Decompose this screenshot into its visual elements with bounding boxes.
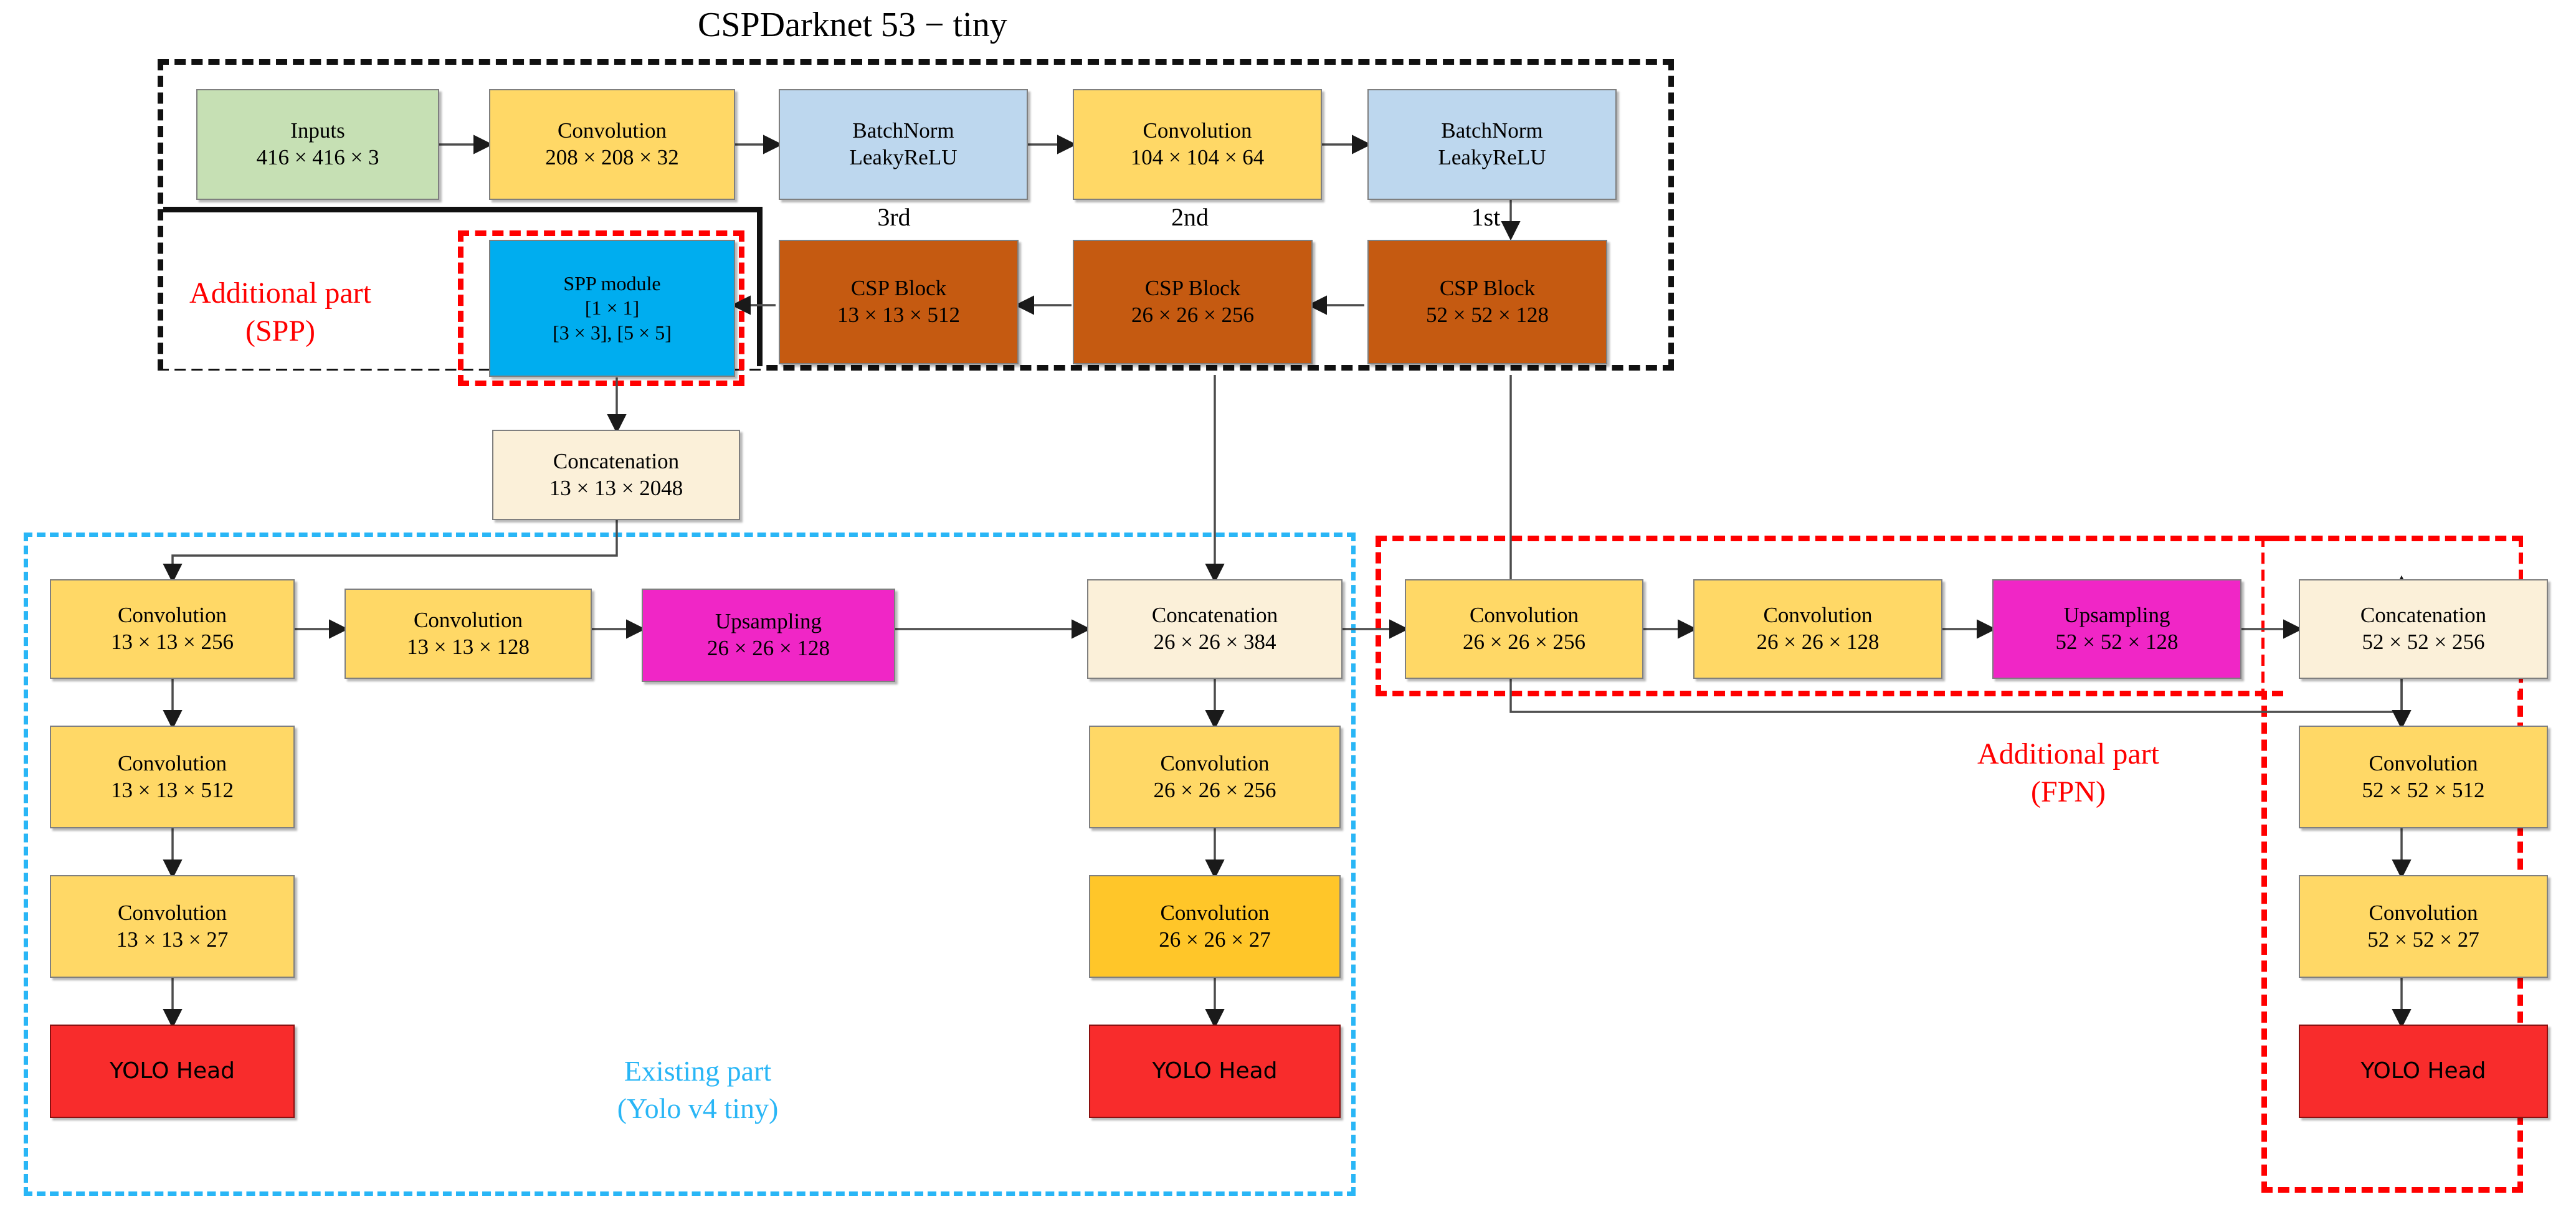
node-conv-52-27[interactable]: Convolution 52 × 52 × 27 — [2299, 875, 2548, 978]
node-conv-26-256[interactable]: Convolution 26 × 26 × 256 — [1405, 579, 1643, 679]
node-yolo-head-13-title: YOLO Head — [109, 1058, 235, 1084]
node-concat-spp-title: Concatenation — [553, 448, 680, 473]
node-conv-26-128[interactable]: Convolution 26 × 26 × 128 — [1693, 579, 1942, 679]
node-batchnorm1-shape: LeakyReLU — [849, 145, 958, 169]
node-conv-13-128-shape: 13 × 13 × 128 — [407, 634, 530, 659]
diagram-title: CSPDarknet 53 − tiny — [698, 6, 1007, 44]
fpn-region-label: Additional part (FPN) — [1977, 737, 2159, 809]
node-inputs[interactable]: Inputs 416 × 416 × 3 — [196, 89, 439, 200]
node-conv-26-27-title: Convolution — [1160, 900, 1270, 925]
node-upsampling-26-shape: 26 × 26 × 128 — [707, 636, 830, 660]
node-inputs-shape: 416 × 416 × 3 — [256, 145, 379, 169]
node-conv-52-512-title: Convolution — [2369, 751, 2478, 775]
node-upsampling-52-title: Upsampling — [2063, 603, 2170, 628]
node-conv2-shape: 104 × 104 × 64 — [1130, 145, 1265, 169]
node-concat-spp[interactable]: Concatenation 13 × 13 × 2048 — [492, 430, 740, 520]
node-conv2-title: Convolution — [1143, 118, 1252, 143]
node-conv2[interactable]: Convolution 104 × 104 × 64 — [1073, 89, 1322, 200]
node-spp-shape2: [3 × 3], [5 × 5] — [553, 321, 672, 344]
node-conv-26-128-title: Convolution — [1763, 603, 1873, 628]
backbone-notch-edge — [757, 212, 763, 366]
node-conv-26-128-shape: 26 × 26 × 128 — [1756, 630, 1880, 654]
node-batchnorm2[interactable]: BatchNorm LeakyReLU — [1367, 89, 1617, 200]
ordinal-label-1st: 1st — [1471, 203, 1501, 231]
node-batchnorm2-title: BatchNorm — [1441, 118, 1543, 143]
node-concat-52-256[interactable]: Concatenation 52 × 52 × 256 — [2299, 579, 2548, 679]
node-upsampling-52-shape: 52 × 52 × 128 — [2055, 630, 2179, 654]
node-conv-26-256-b[interactable]: Convolution 26 × 26 × 256 — [1089, 726, 1341, 828]
node-csp-block-26-title: CSP Block — [1144, 276, 1241, 301]
node-csp-block-52-title: CSP Block — [1439, 276, 1536, 301]
node-conv-26-256-b-title: Convolution — [1160, 751, 1270, 775]
node-conv-26-256-b-shape: 26 × 26 × 256 — [1153, 777, 1276, 802]
node-yolo-head-26-title: YOLO Head — [1152, 1058, 1278, 1084]
node-conv-52-27-title: Convolution — [2369, 900, 2478, 925]
node-conv-13-27-shape: 13 × 13 × 27 — [116, 927, 229, 952]
node-conv-13-256-title: Convolution — [117, 603, 227, 628]
node-conv1-title: Convolution — [557, 118, 667, 143]
node-batchnorm2-shape: LeakyReLU — [1438, 145, 1546, 169]
node-csp-block-13-title: CSP Block — [850, 276, 947, 301]
node-csp-block-52-shape: 52 × 52 × 128 — [1426, 303, 1549, 327]
node-conv-13-512-shape: 13 × 13 × 512 — [111, 777, 234, 802]
node-conv-52-27-shape: 52 × 52 × 27 — [2367, 927, 2479, 952]
node-spp-title: SPP module — [563, 272, 661, 295]
node-conv-13-256-shape: 13 × 13 × 256 — [111, 630, 234, 654]
node-concat-26-384[interactable]: Concatenation 26 × 26 × 384 — [1087, 579, 1343, 679]
node-inputs-title: Inputs — [290, 118, 345, 143]
node-concat-26-384-shape: 26 × 26 × 384 — [1153, 630, 1276, 654]
node-conv-13-27[interactable]: Convolution 13 × 13 × 27 — [50, 875, 295, 978]
node-csp-block-13[interactable]: CSP Block 13 × 13 × 512 — [779, 240, 1019, 364]
node-batchnorm1[interactable]: BatchNorm LeakyReLU — [779, 89, 1028, 200]
node-yolo-head-26[interactable]: YOLO Head — [1089, 1025, 1341, 1118]
node-csp-block-13-shape: 13 × 13 × 512 — [837, 303, 960, 327]
backbone-notch-top-edge — [163, 207, 763, 212]
node-concat-52-256-title: Concatenation — [2360, 603, 2487, 628]
node-csp-block-26-shape: 26 × 26 × 256 — [1131, 303, 1254, 327]
node-batchnorm1-title: BatchNorm — [852, 118, 954, 143]
node-conv1[interactable]: Convolution 208 × 208 × 32 — [489, 89, 735, 200]
node-yolo-head-13[interactable]: YOLO Head — [50, 1025, 295, 1118]
node-upsampling-26[interactable]: Upsampling 26 × 26 × 128 — [642, 589, 895, 682]
node-concat-26-384-title: Concatenation — [1151, 603, 1278, 628]
node-spp-module[interactable]: SPP module [1 × 1] [3 × 3], [5 × 5] — [489, 240, 735, 377]
node-yolo-head-52-title: YOLO Head — [2360, 1058, 2486, 1084]
node-conv-26-256-shape: 26 × 26 × 256 — [1463, 630, 1585, 654]
node-conv-13-27-title: Convolution — [117, 900, 227, 925]
node-csp-block-26[interactable]: CSP Block 26 × 26 × 256 — [1073, 240, 1313, 364]
ordinal-label-2nd: 2nd — [1171, 203, 1209, 231]
existing-region-label: Existing part (Yolo v4 tiny) — [617, 1055, 779, 1124]
node-conv-13-512-title: Convolution — [117, 751, 227, 775]
node-conv-26-27-shape: 26 × 26 × 27 — [1159, 927, 1271, 952]
node-upsampling-26-title: Upsampling — [715, 609, 822, 634]
node-conv-26-256-title: Convolution — [1469, 603, 1579, 628]
node-conv1-shape: 208 × 208 × 32 — [545, 145, 679, 169]
node-concat-spp-shape: 13 × 13 × 2048 — [549, 475, 683, 500]
node-csp-block-52[interactable]: CSP Block 52 × 52 × 128 — [1367, 240, 1607, 364]
node-concat-52-256-shape: 52 × 52 × 256 — [2362, 630, 2485, 654]
spp-region-label: Additional part (SPP) — [189, 277, 371, 348]
node-upsampling-52[interactable]: Upsampling 52 × 52 × 128 — [1992, 579, 2241, 679]
node-yolo-head-52[interactable]: YOLO Head — [2299, 1025, 2548, 1118]
node-conv-13-128-title: Convolution — [413, 607, 523, 632]
node-conv-13-256[interactable]: Convolution 13 × 13 × 256 — [50, 579, 295, 679]
node-conv-52-512[interactable]: Convolution 52 × 52 × 512 — [2299, 726, 2548, 828]
node-conv-26-27[interactable]: Convolution 26 × 26 × 27 — [1089, 875, 1341, 978]
node-conv-13-128[interactable]: Convolution 13 × 13 × 128 — [345, 589, 592, 679]
node-spp-shape: [1 × 1] — [584, 296, 640, 320]
ordinal-label-3rd: 3rd — [877, 203, 911, 231]
node-conv-52-512-shape: 52 × 52 × 512 — [2362, 777, 2485, 802]
node-conv-13-512[interactable]: Convolution 13 × 13 × 512 — [50, 726, 295, 828]
